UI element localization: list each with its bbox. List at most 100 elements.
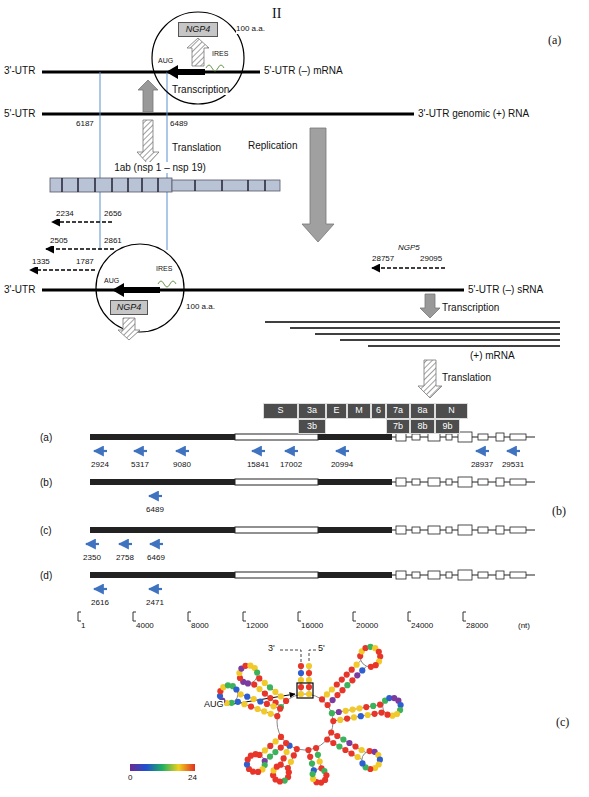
gene-block (396, 571, 406, 579)
nucleotide-dot (309, 761, 315, 767)
gene-box: N (435, 403, 468, 419)
figure-label: 5'-UTR (–) sRNA (468, 284, 543, 295)
nucleotide-dot (272, 689, 278, 695)
polyprotein-bar (61, 178, 63, 192)
nucleotide-dot (342, 747, 348, 753)
genome-track (235, 572, 318, 578)
figure-label: 6489 (146, 506, 164, 515)
zoom-circles (96, 12, 244, 332)
figure-label: 28937 (471, 461, 493, 470)
nucleotide-dot (241, 701, 247, 707)
gene-block (496, 526, 504, 534)
genome-track (90, 572, 235, 578)
nucleotide-dot (306, 691, 312, 697)
nucleotide-dot (378, 710, 384, 716)
figure-label: 29531 (502, 461, 524, 470)
box-text: NGP4 (117, 303, 142, 313)
gene-box: 9b (435, 419, 460, 434)
region-guides (100, 72, 101, 250)
nucleotide-dot (283, 698, 289, 704)
nucleotide-dot (277, 706, 283, 712)
primer-arrow (336, 450, 349, 452)
primer-arrow (149, 495, 162, 497)
figure-label: IRES (156, 265, 172, 273)
process-arrows (138, 80, 158, 112)
rna-strands (42, 71, 260, 74)
nucleotide-dot (255, 706, 261, 712)
process-arrows (118, 38, 442, 398)
figure-label: 20994 (331, 461, 353, 470)
gene-block (412, 527, 420, 533)
end-leaders (309, 650, 316, 662)
ires-symbol (206, 65, 224, 71)
axis-tick (353, 612, 356, 621)
box-text: NGP4 (186, 25, 211, 35)
nucleotide-dot (330, 697, 336, 703)
nucleotide-dot (337, 717, 343, 723)
figure-label: 24 (188, 774, 197, 783)
nucleotide-dot (298, 663, 304, 669)
nucleotide-dot (267, 695, 273, 701)
figure-label: 2616 (91, 599, 109, 608)
nucleotide-dot (267, 754, 273, 760)
gene-block (458, 432, 472, 442)
nucleotide-dot (355, 754, 361, 760)
gene-block (478, 527, 488, 533)
polyprotein-bar (111, 178, 113, 192)
figure-label: 4000 (136, 622, 154, 631)
nucleotide-dot (291, 752, 297, 758)
nucleotide-dot (268, 711, 274, 717)
gene-block (496, 433, 504, 441)
nucleotide-dot (233, 686, 239, 692)
process-arrows (418, 360, 442, 398)
polyprotein-bar (94, 178, 96, 192)
nucleotide-dot (330, 740, 336, 746)
gene-box: 3b (298, 419, 326, 434)
nucleotide-dot (278, 734, 284, 740)
nucleotide-dot (384, 712, 390, 718)
primer-arrow (134, 450, 147, 452)
figure-label: NGP5 (398, 244, 420, 253)
nucleotide-dot (343, 708, 349, 714)
nucleotide-dot (328, 729, 334, 735)
nucleotide-dot (272, 749, 278, 755)
nucleotide-dot (270, 703, 276, 709)
box-text: 9b (442, 422, 452, 432)
nucleotide-dot (359, 747, 365, 753)
figure-label: 16000 (301, 622, 323, 631)
nucleotide-dot (324, 736, 330, 742)
nucleotide-dot (346, 740, 352, 746)
process-arrows (420, 294, 440, 318)
genome-track (318, 434, 392, 440)
genome-track (90, 479, 235, 485)
nucleotide-dot (261, 708, 267, 714)
nucleotide-dot (354, 672, 360, 678)
aug-box (297, 683, 313, 698)
box-text: 7b (393, 422, 403, 432)
figure-label: 100 a.a. (236, 25, 265, 34)
nucleotide-dot (307, 754, 313, 760)
figure-label: (nt) (518, 622, 530, 631)
nucleotide-dot (278, 745, 284, 751)
stem-backbone (327, 739, 362, 759)
polyprotein-bar (62, 178, 265, 192)
figure-label: 17002 (280, 461, 302, 470)
generated-strokes (78, 432, 535, 786)
nucleotide-dot (256, 675, 262, 681)
genome-track (90, 434, 235, 440)
stem-backbone (322, 660, 361, 699)
gene-box: 3a (298, 403, 326, 419)
ires-symbol (158, 65, 224, 287)
gene-block (412, 572, 420, 578)
figure-label: Translation (442, 372, 491, 383)
nucleotide-dot (274, 713, 280, 719)
figure-label: 2656 (104, 210, 122, 219)
process-arrows (118, 318, 140, 340)
gene-block (478, 434, 488, 440)
figure-label: (c) (40, 525, 52, 536)
nucleotide-dot (344, 716, 350, 722)
gene-box: 8a (410, 403, 435, 419)
nucleotide-dot (278, 693, 284, 699)
nucleotide-dot (305, 747, 311, 753)
figure-label: 100 a.a. (186, 303, 215, 312)
